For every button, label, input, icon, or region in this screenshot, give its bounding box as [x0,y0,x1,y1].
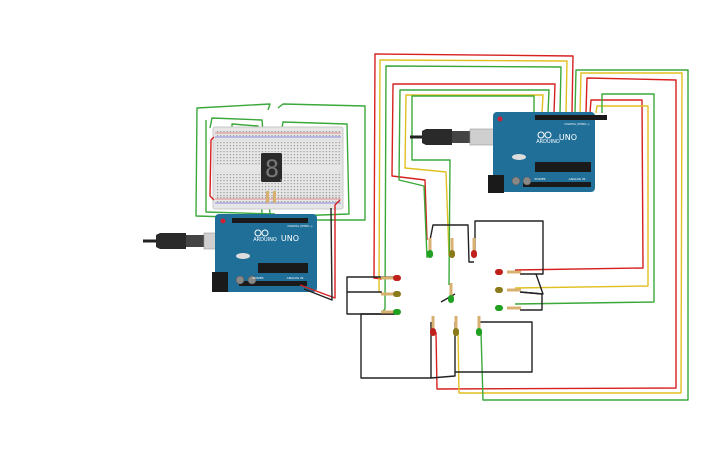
resistor [431,316,435,330]
breadboard-resistors [266,191,276,203]
led [495,305,503,311]
led [495,287,503,293]
board-model-label: UNO [281,234,299,243]
led [471,250,477,258]
digital-pins-label: DIGITAL (PWM~) [565,122,590,126]
resistor [454,316,458,330]
led [476,328,482,336]
right-led-wires [514,93,655,305]
right-circuit: ARDUINO UNO DIGITAL (PWM~) POWER ANALOG … [346,53,689,401]
resistor [381,310,395,314]
board-model-label: UNO [559,133,577,142]
resistor [507,306,521,310]
led [393,291,401,297]
arduino-board-left: ARDUINO UNO DIGITAL (PWM~) POWER ANALOG … [212,214,317,292]
left-circuit: 8 ARDUINO UNO [143,103,366,301]
traffic-light-leds [381,238,521,336]
resistor [381,292,395,296]
display-digit: 8 [265,155,279,183]
power-label: POWER [534,177,545,181]
analog-label: ANALOG IN [287,276,304,280]
led [393,275,401,281]
right-ground-wires [346,220,544,379]
led [449,250,455,258]
resistor [477,316,481,330]
board-brand-label: ARDUINO [253,237,277,243]
seven-segment-display: 8 [261,153,282,183]
resistor [507,270,521,274]
analog-label: ANALOG IN [569,177,586,181]
led [448,295,454,303]
resistor [507,288,521,292]
resistor [428,238,432,252]
led [393,309,401,315]
resistor [472,238,476,252]
resistor [381,276,395,280]
resistor [450,238,454,252]
power-label: POWER [252,276,263,280]
led [427,250,433,258]
resistor [449,283,453,297]
board-brand-label: ARDUINO [536,139,560,145]
led [495,269,503,275]
led [453,328,459,336]
usb-cable-right [410,128,497,146]
digital-pins-label: DIGITAL (PWM~) [288,224,313,228]
arduino-board-right: ARDUINO UNO DIGITAL (PWM~) POWER ANALOG … [488,112,607,193]
led [430,328,436,336]
